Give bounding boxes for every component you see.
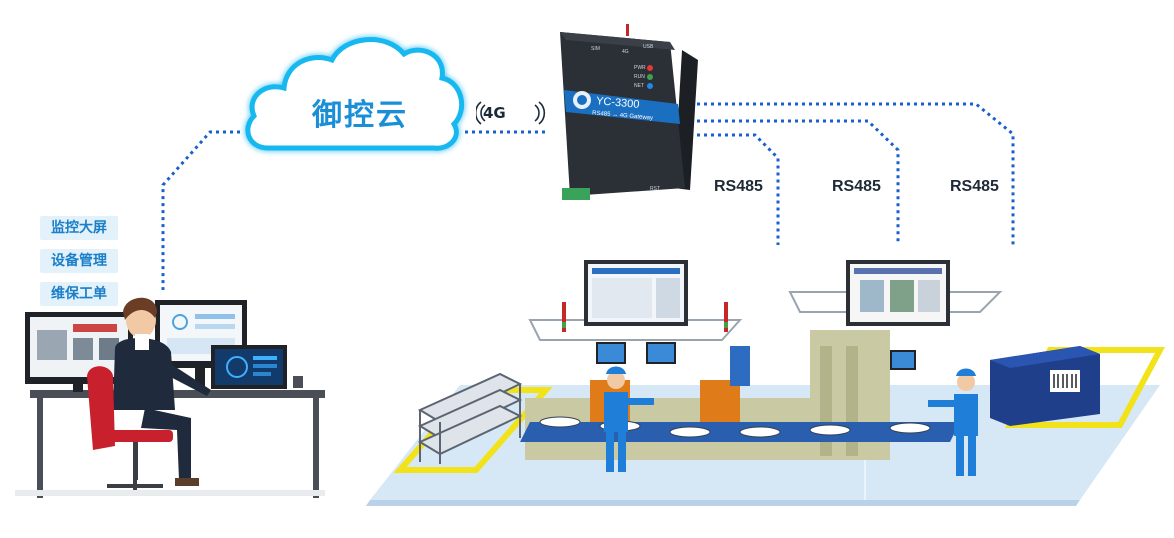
top-divider xyxy=(130,2,1040,4)
bus-line-2 xyxy=(690,119,900,245)
cloud-shape xyxy=(245,37,465,151)
gateway-device xyxy=(560,24,698,200)
menu-maintenance-order[interactable]: 维保工单 xyxy=(40,282,118,306)
gateway-led-net: NET xyxy=(634,83,644,89)
link-4g-label: 4G xyxy=(483,104,506,122)
menu-monitor-screen[interactable]: 监控大屏 xyxy=(40,216,118,240)
bus-label-3: RS485 xyxy=(950,178,999,195)
cart-rack-left xyxy=(417,372,523,464)
worker-1 xyxy=(604,366,654,472)
bus-label-1: RS485 xyxy=(714,178,763,195)
cloud-to-workstation-line xyxy=(161,130,240,290)
gateway-port-rst: RST xyxy=(650,186,660,192)
worker-2 xyxy=(928,368,978,476)
workstation-illustration xyxy=(15,297,325,498)
bus-line-1 xyxy=(690,133,780,245)
bus-line-3 xyxy=(690,102,1015,245)
gateway-port-4g: 4G xyxy=(622,49,629,55)
signal-icon xyxy=(476,101,546,125)
gateway-led-pwr: PWR xyxy=(634,65,646,71)
bus-label-2: RS485 xyxy=(832,178,881,195)
menu-device-management[interactable]: 设备管理 xyxy=(40,249,118,273)
gateway-led-run: RUN xyxy=(634,74,645,80)
cloud-label: 御控云 xyxy=(312,98,408,133)
gateway-port-usb: USB xyxy=(643,44,654,50)
gateway-port-sim: SIM xyxy=(591,46,600,52)
factory-illustration xyxy=(366,260,1165,506)
